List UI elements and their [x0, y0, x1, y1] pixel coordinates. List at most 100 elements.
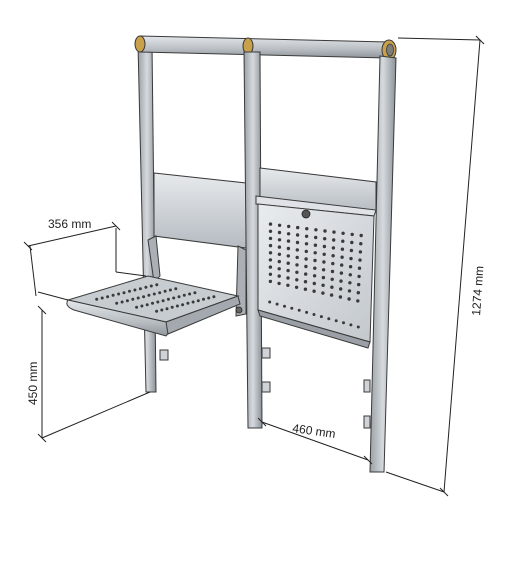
panel-hole	[340, 263, 344, 267]
panel-screw	[301, 209, 311, 219]
panel-hole	[268, 222, 273, 226]
panel-hole	[268, 300, 272, 304]
panel-hole	[327, 317, 331, 321]
panel-hole	[348, 281, 352, 285]
panel-hole	[332, 230, 336, 234]
seat-hole	[165, 307, 169, 311]
seat-hole	[202, 297, 205, 301]
seat-hole	[115, 301, 119, 305]
panel-hole	[322, 260, 326, 264]
panel-hole	[294, 285, 299, 289]
panel-hole	[330, 277, 334, 281]
panel-hole	[277, 259, 281, 264]
panel-hole	[290, 306, 294, 310]
seat-hole	[212, 295, 216, 299]
seat-hole	[147, 293, 151, 297]
panel-hole	[339, 279, 343, 283]
panel-hole	[304, 234, 309, 238]
seat-hole	[122, 291, 126, 295]
left-post	[137, 43, 157, 393]
panel-hole	[359, 242, 363, 246]
panel-hole	[349, 323, 353, 327]
seat-hole	[149, 284, 153, 288]
seat-hole	[177, 295, 181, 299]
panel-hole	[295, 278, 299, 282]
panel-hole	[268, 265, 273, 269]
panel-hole	[357, 282, 361, 287]
dimension-total-height-label: 1274 mm	[469, 265, 486, 316]
seat-hole	[182, 293, 186, 297]
seat-hole	[160, 308, 164, 312]
panel-hole	[340, 255, 344, 259]
panel-hole	[286, 283, 290, 287]
seat-hole	[158, 291, 162, 295]
seat-hole	[133, 288, 137, 292]
panel-hole	[268, 272, 273, 276]
seat-hole	[152, 292, 156, 296]
panel-hole	[338, 295, 343, 299]
panel-hole	[268, 243, 273, 248]
panel-hole	[322, 244, 327, 249]
panel-hole	[341, 239, 345, 243]
seat-hole	[151, 301, 154, 305]
open-seat	[66, 275, 241, 337]
panel-hole	[348, 273, 352, 277]
seat-hole	[172, 296, 176, 300]
panel-hole	[359, 233, 363, 238]
dimension-seat-width-label: 460 mm	[292, 421, 337, 441]
seat-hole	[196, 299, 200, 303]
panel-hole	[312, 289, 316, 293]
panel-hole	[330, 285, 334, 289]
panel-hole	[321, 275, 326, 280]
panel-hole	[313, 243, 318, 247]
panel-hole	[321, 268, 326, 272]
top-rail	[134, 35, 397, 61]
panel-hole	[277, 223, 282, 227]
seat-hole	[168, 288, 172, 292]
dimension-seat-depth-label: 356 mm	[48, 217, 91, 231]
seat-hole	[117, 292, 121, 296]
panel-hole	[304, 272, 308, 276]
panel-hole	[277, 230, 282, 235]
panel-hole	[339, 271, 344, 275]
panel-hole	[303, 280, 308, 284]
seat-perforation	[95, 283, 216, 313]
panel-hole	[312, 274, 317, 278]
seat-hole	[207, 296, 211, 300]
panel-hole	[303, 287, 308, 291]
seat-hole	[131, 297, 135, 301]
panel-hole	[286, 261, 290, 265]
panel-hole	[283, 304, 286, 308]
panel-hole	[319, 315, 323, 319]
panel-hole	[357, 274, 361, 279]
panel-hole	[323, 237, 327, 241]
seat-hole	[155, 283, 159, 287]
seat-hole	[186, 301, 190, 305]
panel-hole	[277, 252, 282, 256]
seat-hole	[135, 305, 139, 309]
seat-hole	[142, 295, 146, 299]
panel-hole	[349, 256, 353, 261]
panel-hole	[358, 250, 363, 254]
panel-hole	[340, 247, 345, 251]
panel-hole	[286, 268, 290, 273]
panel-hole	[295, 270, 299, 274]
seat-hole	[155, 309, 159, 313]
panel-hole	[331, 254, 335, 258]
folded-seat-panel	[255, 195, 377, 349]
panel-hole	[304, 249, 308, 254]
panel-hole	[286, 246, 291, 251]
dimension-seat-width	[257, 417, 373, 465]
panel-hole	[358, 258, 362, 262]
seat-hole	[95, 297, 99, 301]
panel-hole	[304, 264, 308, 269]
panel-hole	[314, 235, 318, 240]
seat-hole	[120, 300, 124, 304]
panel-hole	[334, 319, 338, 323]
seat-hole	[193, 291, 197, 295]
panel-hole	[322, 252, 326, 256]
panel-hole	[268, 229, 273, 233]
panel-hole	[277, 267, 281, 271]
panel-hole	[341, 231, 345, 235]
